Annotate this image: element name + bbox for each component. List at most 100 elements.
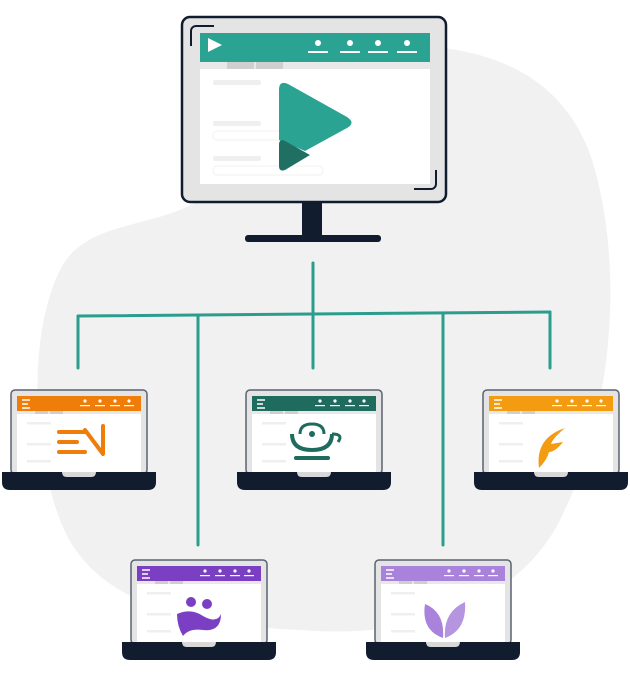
nav-underline (397, 51, 417, 53)
logo-stroke (83, 424, 105, 456)
nav-underline (582, 405, 592, 407)
nav-underline (124, 405, 134, 407)
client-laptops (2, 389, 628, 660)
placeholder-line (213, 156, 261, 161)
placeholder-line (27, 460, 51, 463)
desktop-monitor (180, 15, 448, 242)
nav-underline (459, 575, 469, 577)
app-header-bar (489, 396, 613, 411)
laptop-en (2, 389, 156, 490)
app-header-bar (17, 396, 141, 411)
nav-dot-icon (477, 569, 481, 573)
tab (285, 411, 298, 414)
nav-underline (200, 575, 210, 577)
nav-underline (230, 575, 240, 577)
nav-dot-icon (203, 569, 207, 573)
nav-underline (244, 575, 254, 577)
nav-dot-icon (375, 40, 381, 46)
placeholder-line (391, 592, 415, 595)
nav-underline (474, 575, 484, 577)
nav-dot-icon (98, 399, 102, 403)
nav-dot-icon (233, 569, 237, 573)
placeholder-line (213, 80, 261, 85)
tab (522, 411, 535, 414)
leaf-right (444, 602, 466, 638)
tab (507, 411, 520, 414)
corner-accent (414, 170, 437, 190)
cup-handle (331, 432, 342, 443)
app-header-bar (200, 33, 430, 62)
tab (155, 581, 168, 584)
steam-dot (309, 431, 315, 437)
nav-dot-icon (348, 399, 352, 403)
placeholder-line (27, 443, 51, 446)
tab-strip (17, 411, 141, 414)
app-header-bar (381, 566, 505, 581)
placeholder-line (147, 613, 171, 616)
laptop-base (2, 472, 156, 490)
laptop-f (474, 389, 628, 490)
play-logo-large-icon (279, 82, 352, 151)
placeholder-line (27, 422, 51, 425)
tab-strip (200, 62, 430, 69)
tab-strip (381, 581, 505, 584)
placeholder-line (262, 443, 286, 446)
bodies (177, 611, 221, 636)
nav-dot-icon (113, 399, 117, 403)
laptop-base (474, 472, 628, 490)
nav-dot-icon (318, 399, 322, 403)
laptop-base (122, 642, 276, 660)
trackpad-notch (62, 472, 96, 477)
monitor-base (245, 235, 381, 242)
nav-underline (80, 405, 90, 407)
tab (256, 62, 283, 69)
placeholder-line (147, 592, 171, 595)
play-logo-icon (208, 38, 222, 52)
nav-underline (95, 405, 105, 407)
laptop-people (122, 559, 276, 660)
nav-underline (444, 575, 454, 577)
nav-underline (368, 51, 388, 53)
nav-dot-icon (362, 399, 366, 403)
nav-underline (345, 405, 355, 407)
tab-strip (137, 581, 261, 584)
tab (170, 581, 183, 584)
mini-logo-icon (257, 399, 265, 409)
trackpad-notch (182, 642, 216, 647)
nav-dot-icon (599, 399, 603, 403)
nav-dot-icon (585, 399, 589, 403)
tab (50, 411, 63, 414)
f-shape (538, 428, 565, 468)
tab (270, 411, 283, 414)
nav-underline (552, 405, 562, 407)
steam-ring (298, 422, 326, 435)
placeholder-line (499, 443, 523, 446)
laptop-base (366, 642, 520, 660)
play-logo-small-icon (279, 140, 310, 171)
nav-dot-icon (347, 40, 353, 46)
connector-lines (76, 261, 552, 547)
nav-underline (308, 51, 328, 53)
background-blob (37, 45, 611, 632)
mini-logo-icon (494, 399, 502, 409)
app-header-bar (252, 396, 376, 411)
placeholder-line (147, 630, 171, 633)
head (202, 599, 212, 609)
saucer (294, 456, 330, 460)
trackpad-notch (426, 642, 460, 647)
tab (414, 581, 427, 584)
nav-dot-icon (127, 399, 131, 403)
nav-underline (340, 51, 360, 53)
nav-dot-icon (247, 569, 251, 573)
placeholder-line (499, 460, 523, 463)
logo-bar (57, 430, 87, 434)
mini-logo-icon (142, 569, 150, 579)
tab-strip (489, 411, 613, 414)
monitor-neck (302, 200, 322, 238)
nav-dot-icon (333, 399, 337, 403)
placeholder-line (391, 630, 415, 633)
nav-underline (330, 405, 340, 407)
nav-dot-icon (315, 40, 321, 46)
nav-dot-icon (491, 569, 495, 573)
